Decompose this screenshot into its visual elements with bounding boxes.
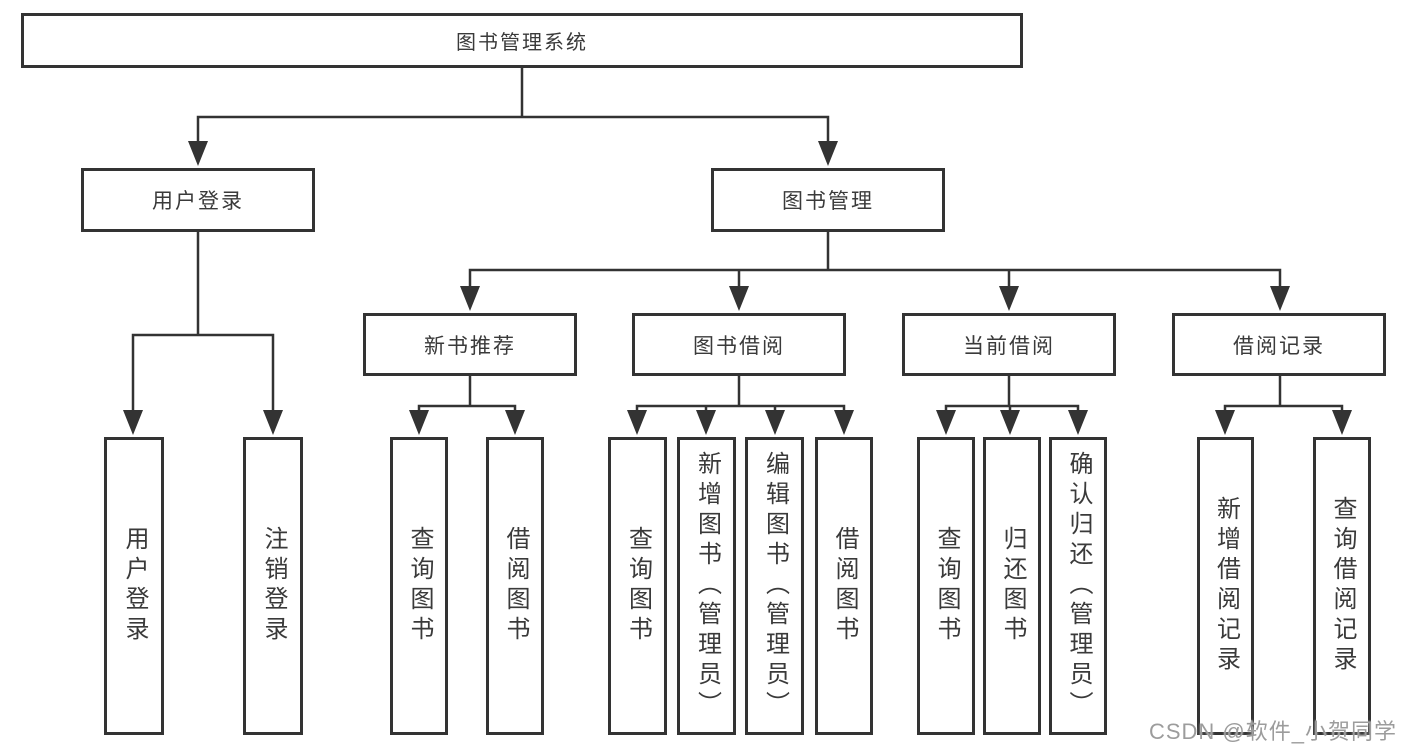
leaf-label: 查询图书 (933, 526, 960, 646)
leaf-add-borrow-record: 新增借阅记录 (1197, 437, 1254, 735)
leaf-label: 借阅图书 (831, 526, 858, 646)
leaf-label: 借阅图书 (502, 526, 529, 646)
arrowheads (123, 141, 1352, 435)
node-user-login: 用户登录 (81, 168, 315, 232)
node-book-borrow: 图书借阅 (632, 313, 846, 376)
leaf-query-borrow-record: 查询借阅记录 (1313, 437, 1371, 735)
leaf-label: 归还图书 (999, 526, 1026, 646)
leaf-label: 新增借阅记录 (1212, 496, 1240, 676)
leaf-label: 注销登录 (260, 526, 287, 646)
leaf-label: 编辑图书（管理员） (761, 451, 789, 721)
leaf-query-books-borrow: 查询图书 (608, 437, 667, 735)
leaf-query-books-recommend: 查询图书 (390, 437, 448, 735)
leaf-borrow-books-recommend: 借阅图书 (486, 437, 544, 735)
leaf-logout: 注销登录 (243, 437, 303, 735)
leaf-query-books-current: 查询图书 (917, 437, 975, 735)
leaf-label: 查询图书 (406, 526, 433, 646)
node-borrow-records: 借阅记录 (1172, 313, 1386, 376)
node-library-management-system: 图书管理系统 (21, 13, 1023, 68)
node-book-management: 图书管理 (711, 168, 945, 232)
leaf-label: 查询图书 (624, 526, 652, 646)
node-new-book-recommend: 新书推荐 (363, 313, 577, 376)
leaf-label: 查询借阅记录 (1329, 496, 1356, 676)
leaf-confirm-return-admin: 确认归还（管理员） (1049, 437, 1107, 735)
leaf-label: 新增图书（管理员） (693, 451, 721, 721)
leaf-return-books: 归还图书 (983, 437, 1041, 735)
leaf-add-books-admin: 新增图书（管理员） (677, 437, 736, 735)
watermark-csdn: CSDN @软件_小贺同学 (1148, 719, 1397, 744)
node-current-borrow: 当前借阅 (902, 313, 1116, 376)
leaf-edit-books-admin: 编辑图书（管理员） (745, 437, 804, 735)
leaf-label: 确认归还（管理员） (1065, 451, 1092, 721)
leaf-borrow-books: 借阅图书 (815, 437, 873, 735)
leaf-label: 用户登录 (121, 526, 148, 646)
leaf-user-login: 用户登录 (104, 437, 164, 735)
